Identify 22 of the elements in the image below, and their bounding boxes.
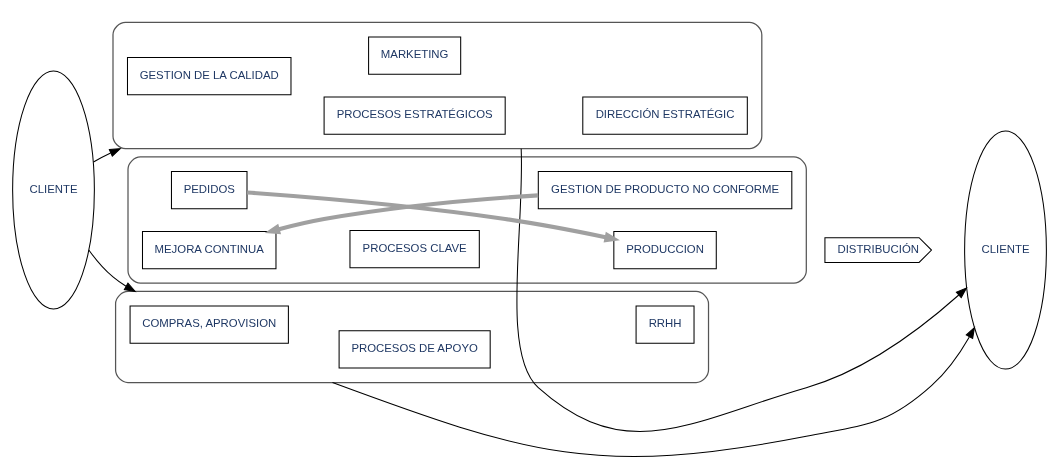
arrow xyxy=(88,248,137,292)
node-box: MEJORA CONTINUA xyxy=(141,230,277,269)
cluster xyxy=(112,21,763,149)
node-box: PRODUCCION xyxy=(613,230,717,269)
arrow xyxy=(92,147,122,163)
node-box: GESTION DE LA CALIDAD xyxy=(126,56,292,95)
node-box: GESTION DE PRODUCTO NO CONFORME xyxy=(537,170,793,209)
arrow xyxy=(264,192,539,234)
node-box: PROCESOS CLAVE xyxy=(349,229,480,268)
node-box: PROCESOS ESTRATÉGICOS xyxy=(323,95,506,135)
node-box: RRHH xyxy=(635,304,695,344)
cluster xyxy=(114,290,710,383)
cluster xyxy=(127,155,807,284)
node-ellipse: CLIENTE xyxy=(12,70,95,310)
node-box: MARKETING xyxy=(368,35,462,75)
node-box: PROCESOS DE APOYO xyxy=(338,329,491,369)
arrow xyxy=(331,325,976,457)
arrow xyxy=(516,147,968,432)
node-box: COMPRAS, APROVISION xyxy=(129,304,289,344)
node-box: PEDIDOS xyxy=(170,170,248,209)
arrow xyxy=(247,190,620,242)
node-box: DIRECCIÓN ESTRATÉGIC xyxy=(582,95,748,135)
